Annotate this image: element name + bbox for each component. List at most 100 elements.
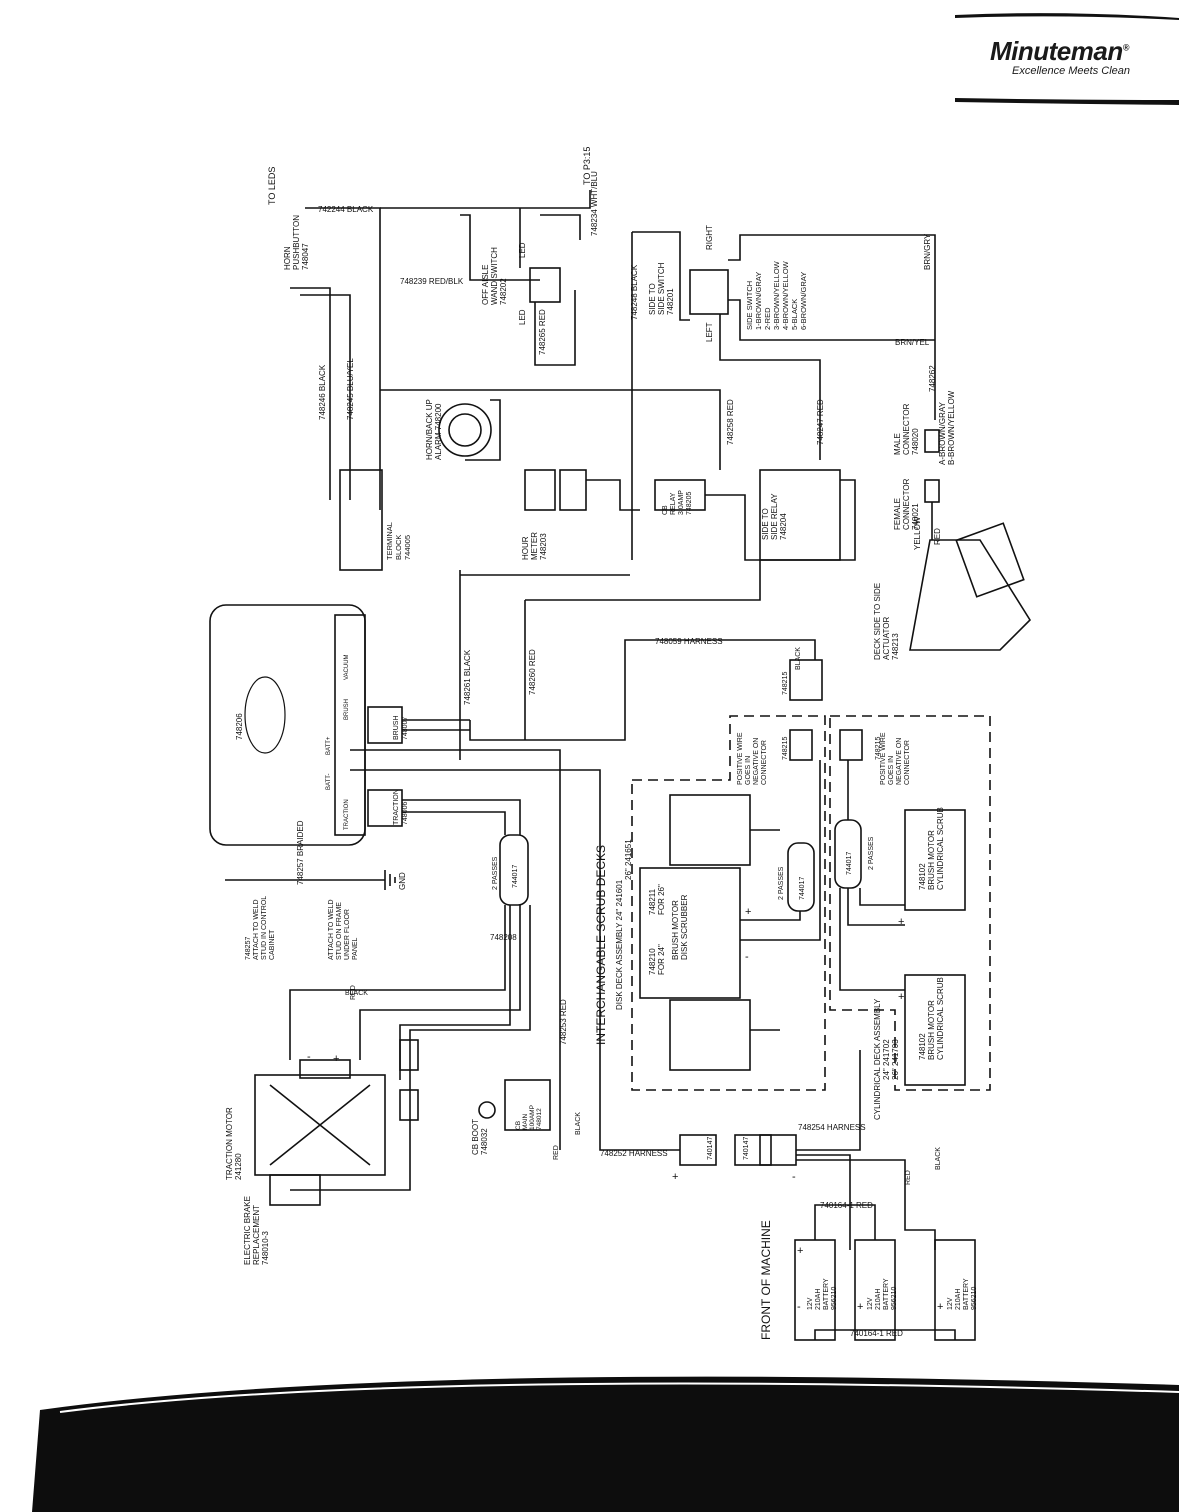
wire-748260: 748260 RED [528, 649, 537, 695]
wire-748059: 748059 HARNESS [655, 637, 723, 646]
wand-switch-label: OFF AISLE WAND SWITCH 748202 [481, 245, 508, 305]
wire-740164-top: 740164-1 RED [820, 1201, 873, 1210]
cyl-motor-label-a: 748102 BRUSH MOTOR CYLINDRICAL SCRUB [918, 807, 945, 890]
weld-control-label: 748257 ATTACH TO WELD STUD IN CONTROL CA… [245, 894, 276, 960]
horn-button-label: HORN PUSHBUTTON 748047 [283, 213, 310, 270]
svg-text:-: - [745, 951, 749, 963]
red-label: RED [933, 528, 942, 545]
wire-748262: 748262 [928, 365, 937, 392]
footer-swoosh [32, 1376, 1179, 1512]
battery-3-label: 12V 210AH BATTERY 956210 [947, 1277, 978, 1310]
cb-boot-label: CB BOOT 748032 [471, 1117, 489, 1155]
gnd-label: GND [398, 872, 407, 890]
wire-748247: 748247 RED [816, 399, 825, 445]
led-label-b: LED [518, 242, 527, 258]
svg-text:+: + [797, 1245, 803, 1257]
controller-id: 748206 [235, 713, 244, 740]
scrub-decks-title: INTERCHANGABLE SCRUB DECKS [594, 845, 608, 1045]
weld-frame-label: ATTACH TO WELD STUD ON FRAME UNDER FLOOR… [328, 898, 359, 961]
battery-2-label: 12V 210AH BATTERY 956210 [867, 1277, 898, 1310]
side-switch-legend: SIDE SWITCH 1-BROWN/GRAY 2-RED 3-BROWN/Y… [745, 259, 808, 330]
horn-alarm-label: HORN/BACK UP ALARM 748200 [425, 397, 443, 460]
brand-logo: Minuteman® [990, 36, 1129, 66]
wire-748253: 748253 RED [559, 999, 568, 1045]
ferrite-b: 744017 [799, 877, 806, 900]
wire-748258: 748258 RED [726, 399, 735, 445]
passes-b: 2 PASSES [778, 866, 785, 900]
passes-a: 2 PASSES [492, 856, 499, 890]
brand-tagline: Excellence Meets Clean [1012, 65, 1131, 77]
ctrl-batt-pos: BATT+ [326, 736, 332, 755]
svg-text:-: - [797, 1301, 801, 1313]
wire-748246: 748246 BLACK [318, 364, 327, 420]
passes-c: 2 PASSES [868, 836, 875, 870]
wire-748208: 748208 [490, 933, 517, 942]
positive-note-a: POSITIVE WIRE GOES IN NEGATIVE ON CONNEC… [737, 731, 768, 785]
svg-text:+: + [937, 1301, 943, 1313]
ferrite-a: 744017 [512, 865, 519, 888]
ctrl-vacuum: VACUUM [344, 654, 350, 680]
plug-748215-b: 748215 [782, 737, 789, 760]
wire-742244: 742244 BLACK [318, 205, 374, 214]
ctrl-traction: TRACTION [344, 799, 350, 830]
wire-748261: 748261 BLACK [463, 649, 472, 705]
svg-text:+: + [672, 1171, 678, 1183]
connector-legend: A-BROWN/GRAY B-BROWN/YELLOW [938, 390, 956, 465]
traction-connector-label: TRACTION 748006 [393, 787, 409, 825]
wire-748239: 748239 RED/BLK [400, 277, 464, 286]
svg-text:+: + [898, 991, 904, 1003]
ctrl-batt-neg: BATT- [326, 773, 332, 790]
cb-main-label: CB MAIN 100AMP 748012 [515, 1103, 543, 1130]
actuator-label: DECK SIDE TO SIDE ACTUATOR 748213 [873, 581, 900, 660]
disk-motor-label: 748210 FOR 24" 748211 FOR 26" BRUSH MOTO… [648, 882, 689, 975]
cb-relay-label: CB RELAY 3.0AMP 748205 [662, 488, 693, 515]
conn-740147-b: 740147 [743, 1137, 750, 1160]
conn-740147-a: 740147 [707, 1137, 714, 1160]
svg-text:-: - [792, 1171, 796, 1183]
to-p315-label: TO P3:15 [582, 147, 592, 185]
wire-748245: 748245 BLU/YEL [346, 358, 355, 420]
battery-red-wire: RED [905, 1170, 912, 1185]
svg-text:+: + [333, 1053, 339, 1065]
plug-748215-c: 748215 [875, 737, 882, 760]
cyl-motor-label-b: 748102 BRUSH MOTOR CYLINDRICAL SCRUB [918, 977, 945, 1060]
svg-text:+: + [745, 906, 751, 918]
right-label: RIGHT [705, 225, 714, 250]
female-connector-label: FEMALE CONNECTOR 748021 [893, 476, 920, 530]
front-of-machine-label: FRONT OF MACHINE [759, 1220, 773, 1340]
wire-748254: 748254 HARNESS [798, 1123, 866, 1132]
traction-black-label: BLACK [345, 990, 368, 997]
controller-logo [244, 676, 286, 754]
wire-748257: 748257 BRAIDED [296, 820, 305, 885]
ferrite-c: 744017 [846, 852, 853, 875]
wire-740164-bottom: 740164-1 RED [850, 1329, 903, 1338]
ctrl-brush: BRUSH [344, 699, 350, 720]
brand-header [955, 10, 1179, 105]
svg-text:-: - [307, 1051, 311, 1063]
svg-text:+: + [857, 1301, 863, 1313]
side-switch-label: SIDE TO SIDE SWITCH 748201 [648, 260, 675, 315]
svg-text:+: + [898, 916, 904, 928]
yellow-label: YELLOW [913, 516, 922, 550]
wire-748265: 748265 RED [538, 309, 547, 355]
battery-black-wire: BLACK [935, 1147, 942, 1170]
traction-motor-label: TRACTION MOTOR 241280 [225, 1105, 243, 1180]
battery-1-label: 12V 210AH BATTERY 956210 [807, 1277, 838, 1310]
brn-yel-label: BRN/YEL [895, 338, 930, 347]
cyl-deck-label: CYLINDRICAL DECK ASSEMBLY 24" 241702 26"… [873, 997, 900, 1120]
left-label: LEFT [705, 322, 714, 342]
brake-label: ELECTRIC BRAKE REPLACEMENT 748010-3 [243, 1194, 270, 1265]
side-relay-label: SIDE TO SIDE RELAY 748204 [761, 491, 788, 540]
cb-black-label: BLACK [575, 1112, 582, 1135]
wire-748234: 748234 WHT/BLU [590, 171, 599, 236]
wire-748248: 748248 BLACK [630, 264, 639, 320]
disk-deck-label: DISK DECK ASSEMBLY 24" 241601 26" 241651 [615, 839, 633, 1010]
plug-748215-a: 748215 [782, 672, 789, 695]
harness-black: BLACK [795, 647, 802, 670]
led-label-a: LED [518, 309, 527, 325]
positive-note-b: POSITIVE WIRE GOES IN NEGATIVE ON CONNEC… [880, 731, 911, 785]
hour-meter-label: HOUR METER 748203 [521, 530, 548, 560]
header-swoosh [955, 13, 1179, 105]
brush-connector-label: BRUSH 748007 [393, 714, 409, 740]
